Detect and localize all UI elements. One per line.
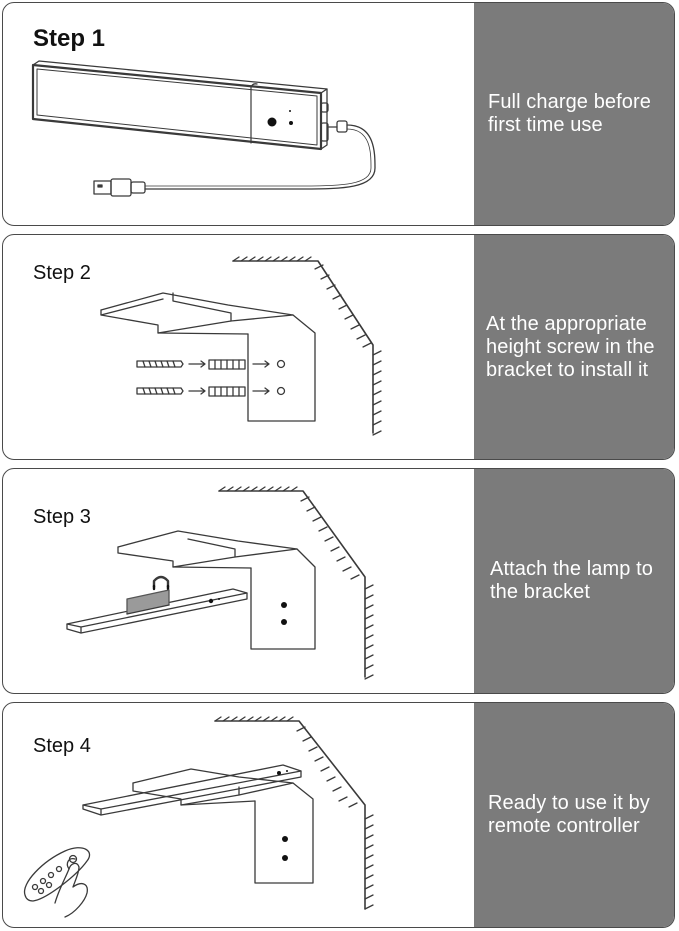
step-3-label: Step 3 [33,506,91,528]
step-3-caption: Attach the lamp to the bracket [490,558,654,603]
magnet-icon [154,577,168,589]
step-1-panel: Step 1 [2,2,675,226]
step-2-illustration-area: Step 2 [3,235,474,459]
lamp-bar-icon [33,61,328,149]
step-4-panel: Step 4 [2,702,675,928]
lamp-bar-icon [83,765,301,815]
wall-icon [215,717,373,909]
step-1-caption-box: Full charge before first time use [474,3,674,225]
step-1-caption: Full charge before first time use [488,91,652,136]
step-4-caption-box: Ready to use it by remote controller [474,703,674,927]
step-4-illustration-area: Step 4 [3,703,474,927]
step-3-illustration [3,469,474,694]
step-4-illustration [3,703,474,928]
wall-icon [233,257,381,435]
step-2-caption: At the appropriate height screw in the b… [486,312,655,381]
usb-cable-icon [94,121,375,196]
bracket-icon [101,293,315,421]
step-4-label: Step 4 [33,735,91,757]
step-1-label: Step 1 [33,25,106,52]
bracket-icon [118,531,315,649]
step-1-illustration [3,3,474,226]
step-2-label: Step 2 [33,262,91,284]
step-3-caption-box: Attach the lamp to the bracket [474,469,674,693]
step-4-caption: Ready to use it by remote controller [488,792,650,837]
remote-controller-icon [25,848,90,901]
bracket-icon [133,769,313,883]
wall-icon [219,487,373,679]
step-2-caption-box: At the appropriate height screw in the b… [474,235,674,459]
hand-icon [55,859,87,917]
lamp-bar-icon [67,589,247,633]
step-3-illustration-area: Step 3 [3,469,474,693]
step-3-panel: Step 3 [2,468,675,694]
step-2-panel: Step 2 [2,234,675,460]
step-2-illustration [3,235,474,460]
step-1-illustration-area: Step 1 [3,3,474,225]
screws-and-anchors-icon [137,360,269,396]
